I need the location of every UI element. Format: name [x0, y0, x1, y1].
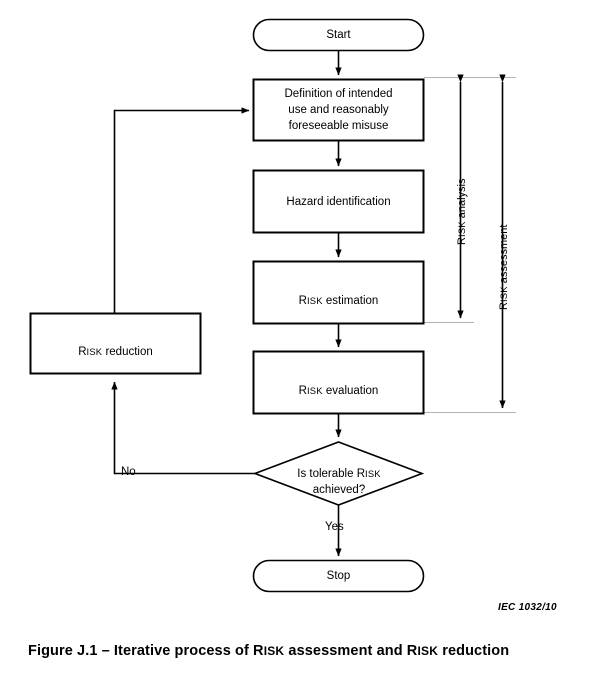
node-risk-reduction-shape [29, 312, 202, 375]
bracket-label-risk-assessment: RISK assessment [498, 225, 510, 310]
caption-risk-1: RISK [253, 643, 285, 659]
node-hazard-shape [252, 169, 425, 234]
node-risk-estimation-shape [252, 260, 425, 325]
figure-caption: Figure J.1 – Iterative process of RISK a… [28, 643, 509, 659]
node-risk-evaluation-shape [252, 350, 425, 415]
caption-risk-2: RISK [406, 643, 439, 659]
node-definition-shape [252, 78, 425, 142]
risk-assessment-rest: assessment [498, 224, 510, 287]
node-start-shape [252, 18, 425, 52]
edge-label-yes: Yes [325, 521, 344, 533]
risk-word: RISK [456, 221, 468, 245]
edge-label-no: No [121, 466, 136, 478]
edge-decision-no-to-reduction [111, 381, 255, 475]
caption-suffix: reduction [438, 643, 510, 659]
bracket-label-risk-analysis: RISK analysis [456, 179, 468, 245]
caption-mid: assessment and [284, 643, 407, 659]
iec-reference: IEC 1032/10 [498, 602, 557, 613]
edge-reduction-to-definition [113, 107, 250, 314]
node-decision-shape [252, 441, 425, 506]
node-stop-shape [252, 559, 425, 593]
risk-word: RISK [498, 286, 510, 310]
caption-prefix: Figure J.1 – Iterative process of [28, 643, 254, 659]
risk-analysis-rest: analysis [456, 178, 468, 222]
